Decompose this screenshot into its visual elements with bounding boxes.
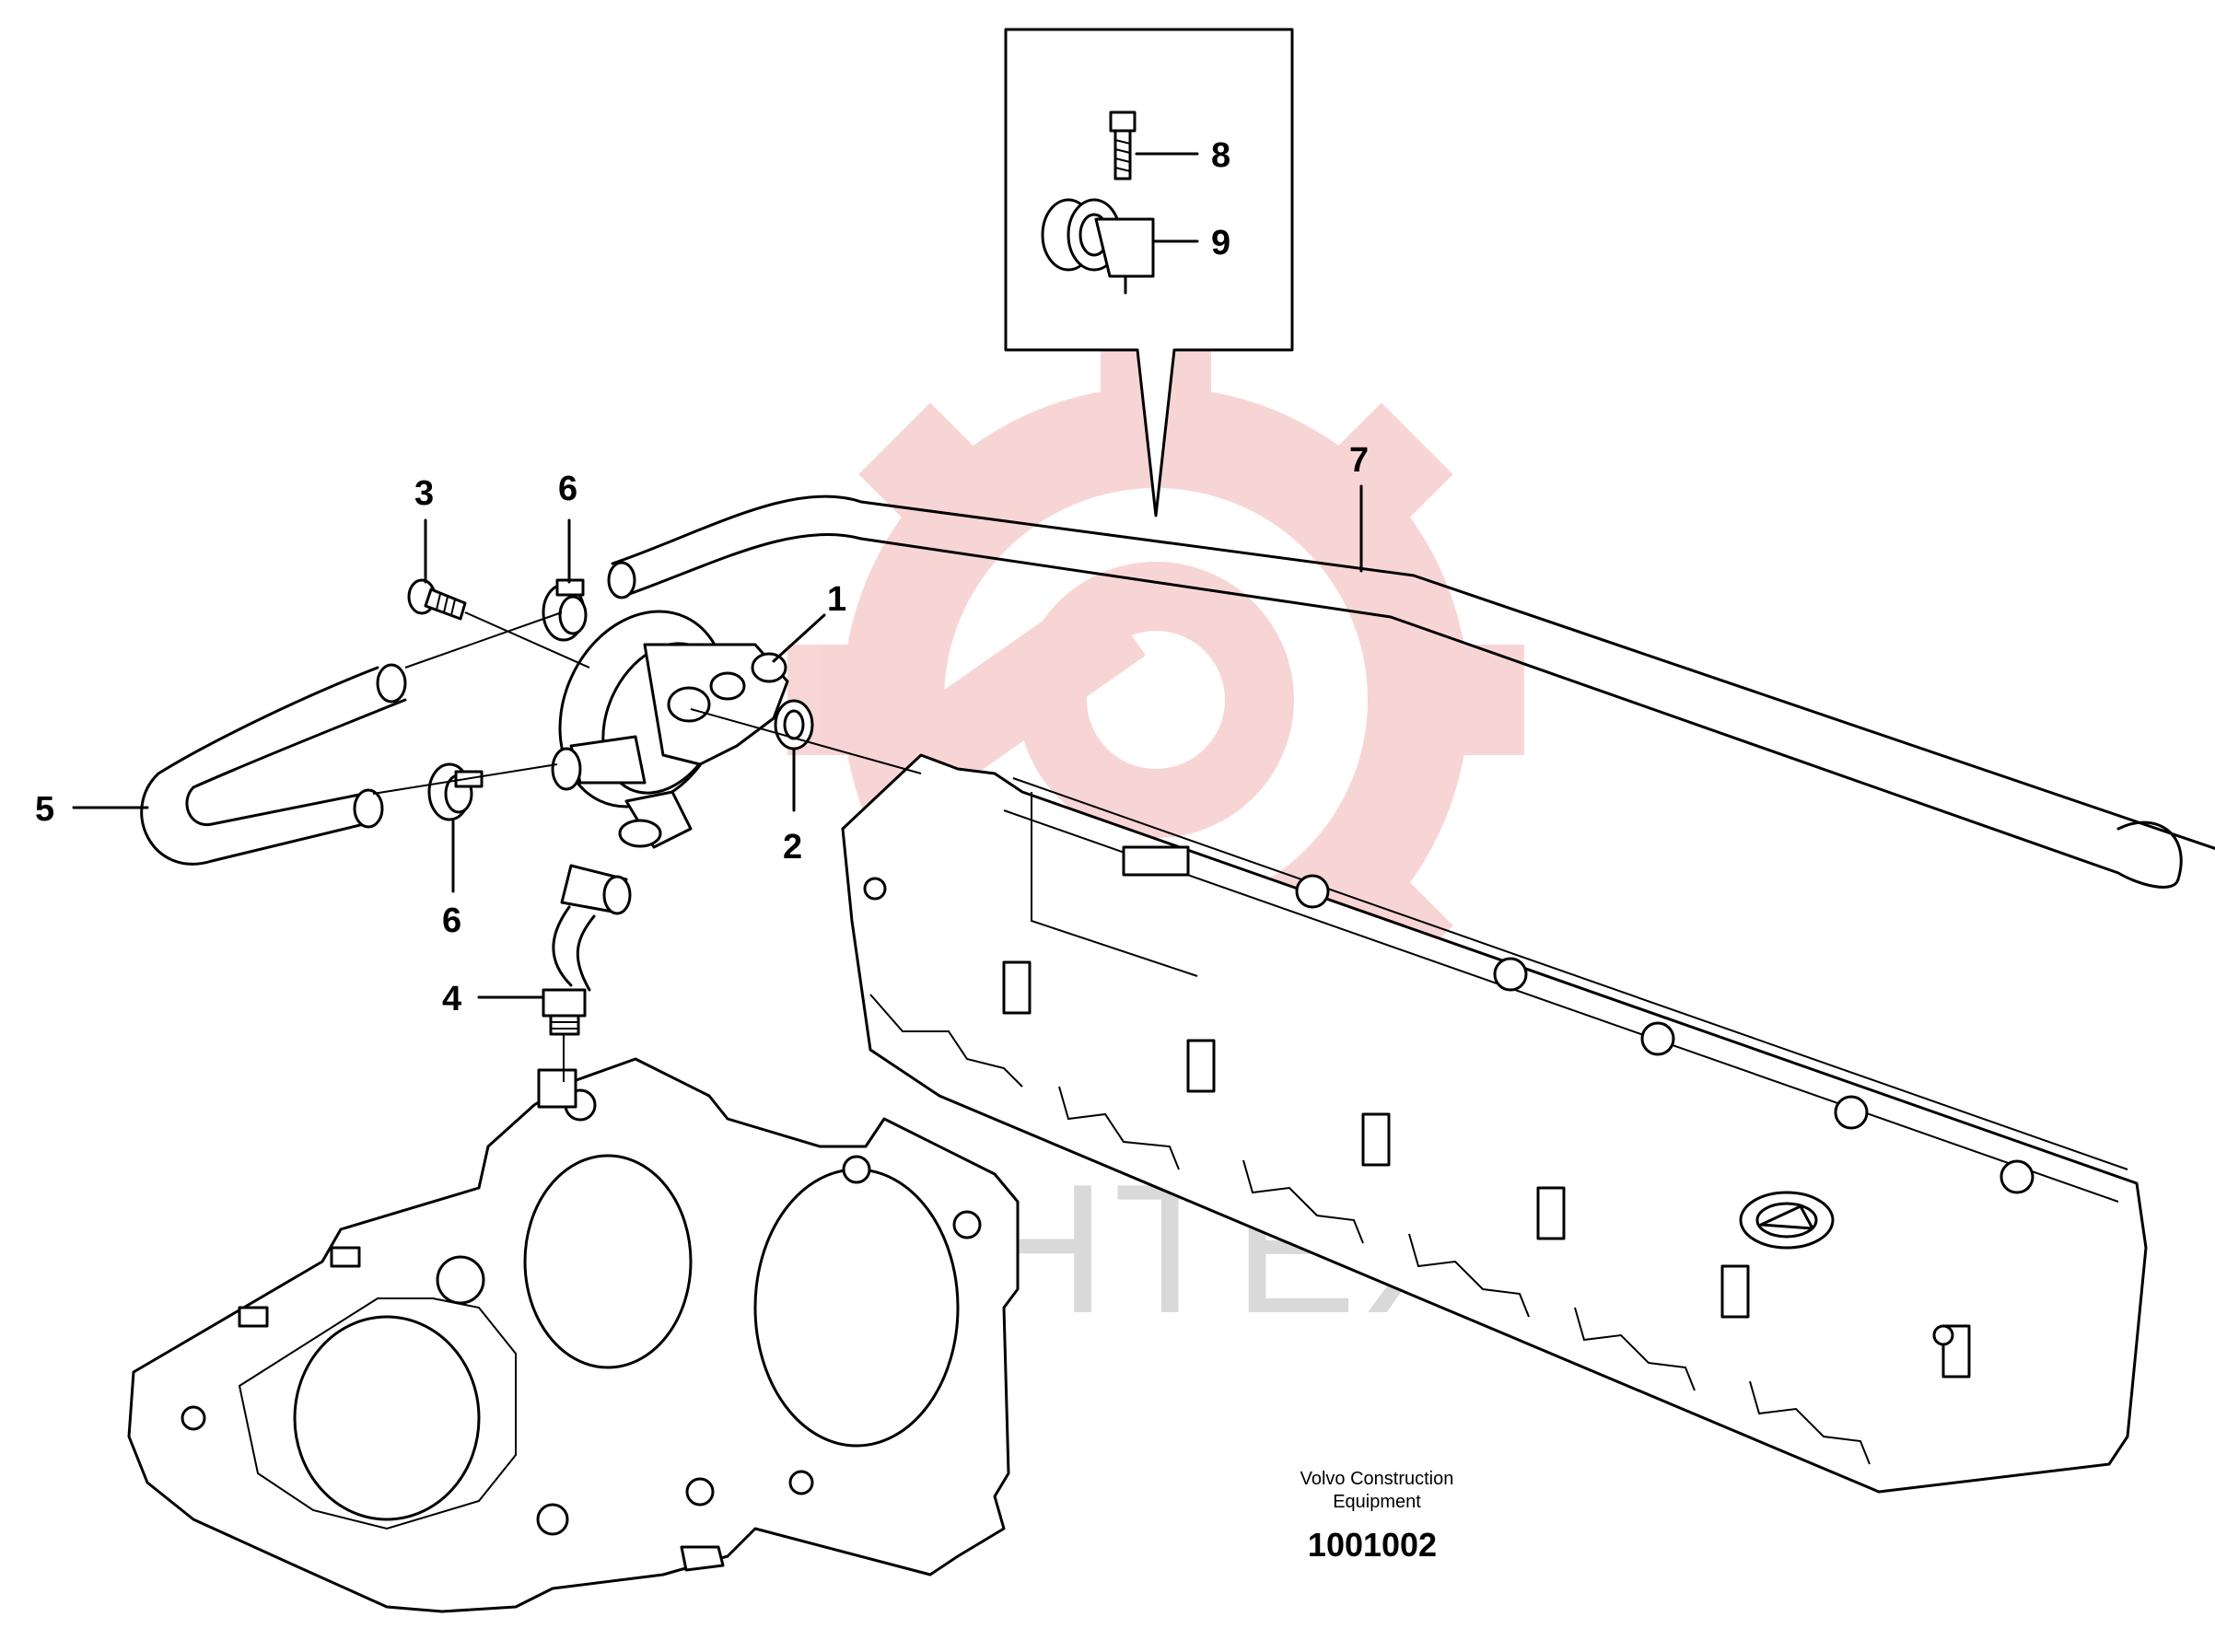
assembly-lines [372, 611, 922, 1082]
valve-cover-drawing [841, 753, 2148, 1494]
inset-detail-box [1004, 28, 1294, 518]
pipe-4-drawing [542, 864, 632, 1036]
callout-9: 9 [1211, 224, 1230, 262]
callout-2: 2 [783, 828, 802, 867]
hose-5-drawing [140, 663, 407, 866]
credit-line-1: Volvo Construction [1300, 1469, 1454, 1489]
callout-8: 8 [1211, 136, 1230, 175]
document-number: 1001002 [1308, 1526, 1437, 1564]
callout-4: 4 [442, 980, 461, 1018]
callout-3: 3 [414, 474, 434, 513]
oil-separator-1-drawing [551, 610, 789, 849]
breather-pipe-7 [607, 494, 2215, 889]
hose-clamp-6-upper-drawing [542, 578, 588, 642]
callout-6-lower: 6 [442, 902, 461, 940]
hose-clamp-6-lower-drawing [427, 762, 484, 821]
callout-5: 5 [35, 790, 54, 829]
bolt-8-drawing [1109, 111, 1137, 180]
callout-7: 7 [1349, 441, 1369, 480]
clamp-9-drawing [1041, 198, 1155, 295]
engine-block-drawing [127, 1057, 1020, 1613]
bolt-3-drawing [407, 578, 467, 621]
credit-line-2: Equipment [1333, 1492, 1421, 1512]
callout-6-upper: 6 [558, 470, 577, 508]
leader-lines [72, 484, 1363, 999]
o-ring-2-inner [783, 709, 805, 740]
callout-1: 1 [827, 580, 846, 619]
